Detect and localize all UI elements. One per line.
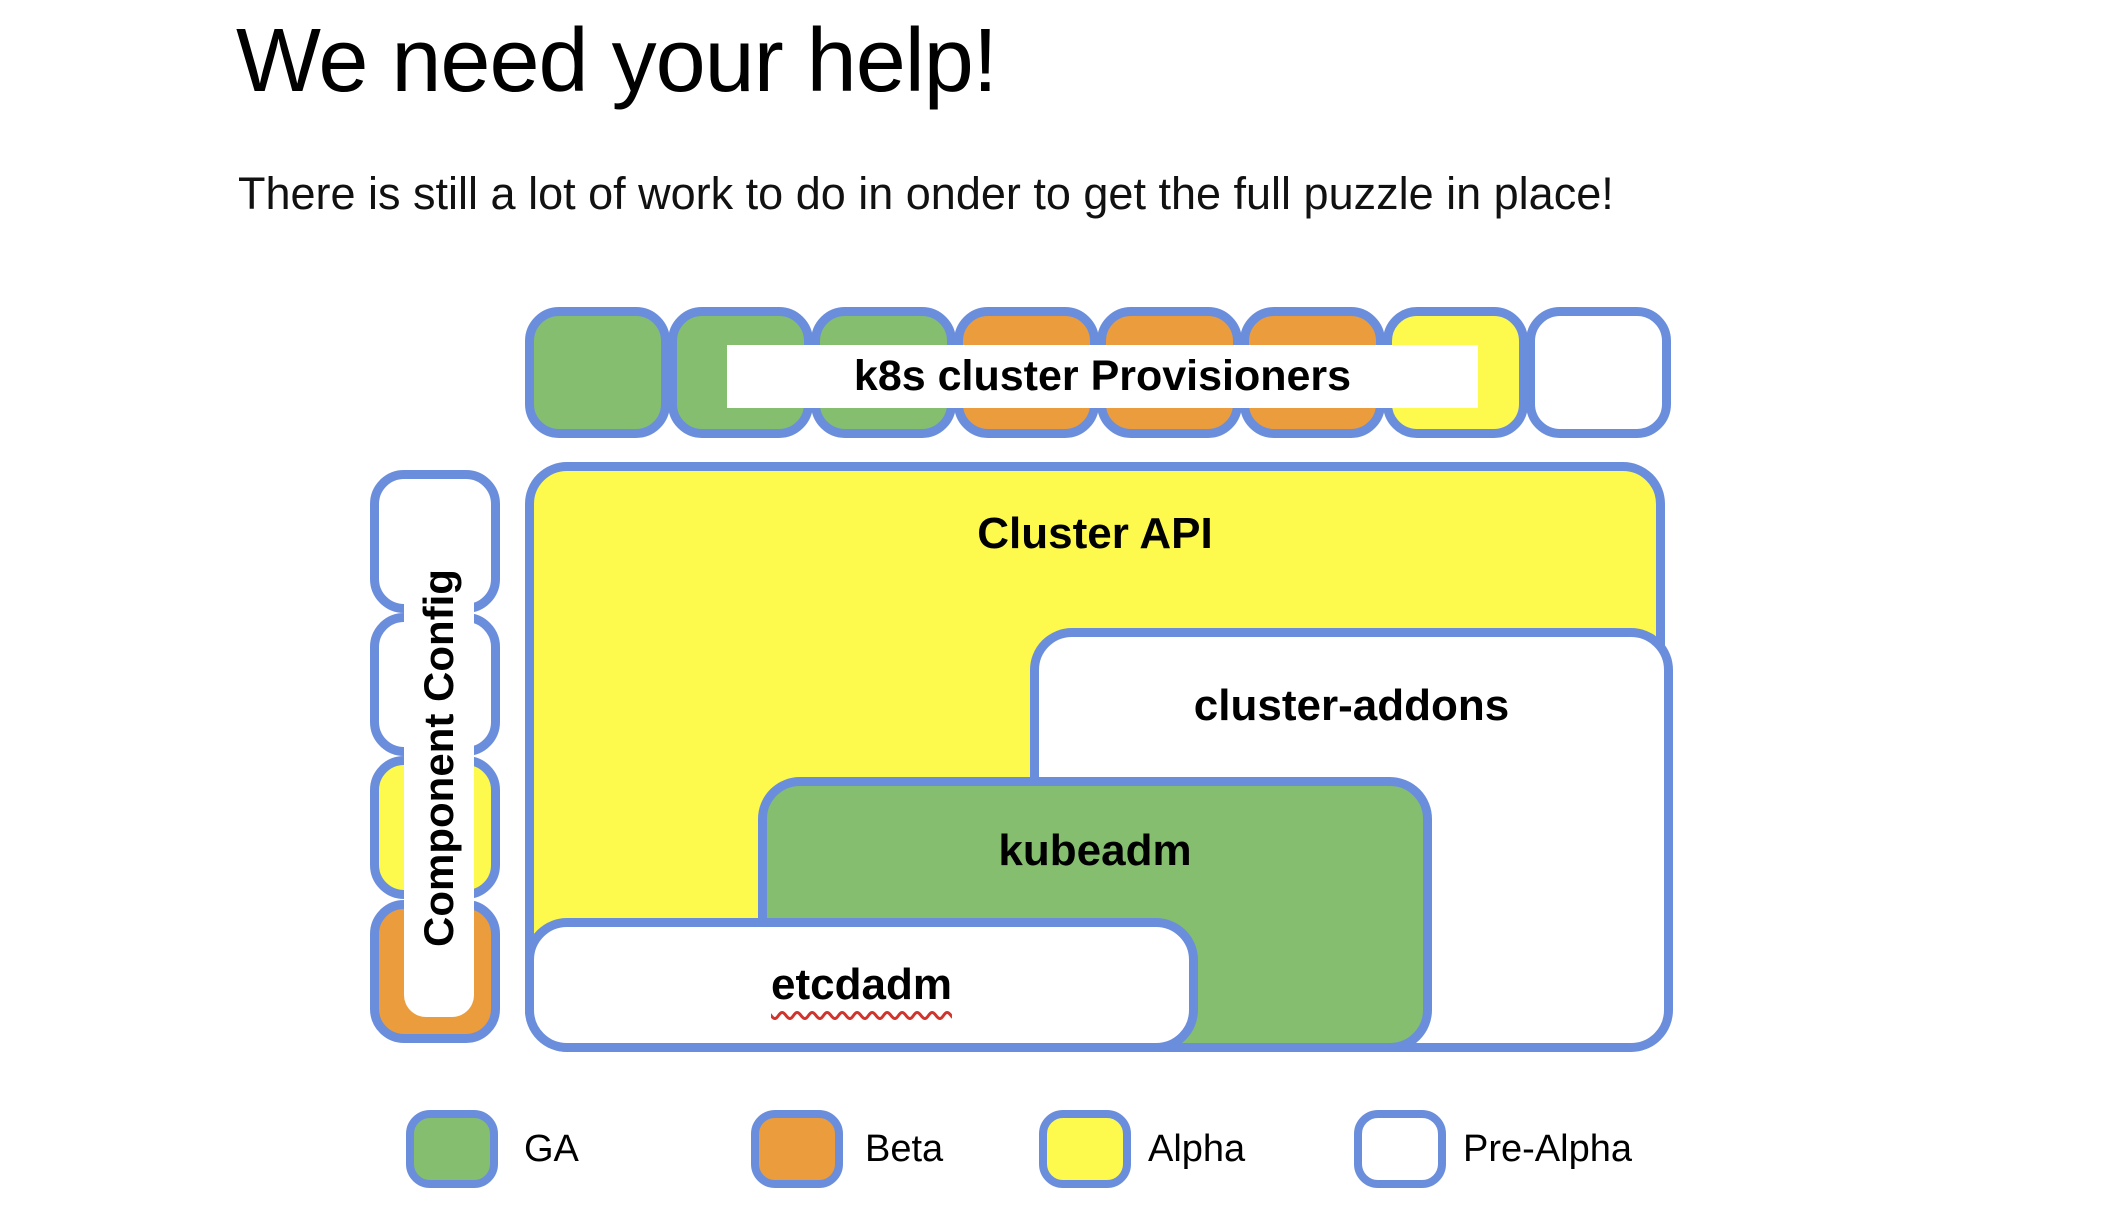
provisioners-label: k8s cluster Provisioners — [727, 345, 1478, 408]
puzzle-piece-provisioner — [1526, 307, 1671, 438]
cluster-addons-label: cluster-addons — [1193, 681, 1510, 730]
legend-swatch-beta — [751, 1110, 843, 1188]
legend-swatch-pre_alpha — [1354, 1110, 1446, 1188]
page-title: We need your help! — [236, 11, 998, 111]
legend-label-ga: GA — [524, 1127, 579, 1170]
legend-label-alpha: Alpha — [1148, 1127, 1246, 1170]
kubeadm-label: kubeadm — [998, 826, 1192, 875]
component-config-label: Component Config — [404, 498, 474, 1017]
legend-swatch-alpha — [1039, 1110, 1131, 1188]
puzzle-piece-provisioner — [525, 307, 670, 438]
component-config-label-text: Component Config — [415, 568, 462, 947]
legend-label-beta: Beta — [865, 1127, 944, 1170]
legend-label-pre_alpha: Pre-Alpha — [1463, 1127, 1632, 1170]
page-subtitle: There is still a lot of work to do in on… — [238, 168, 1614, 219]
etcdadm-label: etcdadm — [771, 960, 952, 1009]
cluster-api-label: Cluster API — [977, 509, 1213, 558]
etcdadm-box: etcdadm — [525, 918, 1198, 1052]
provisioners-label-text: k8s cluster Provisioners — [853, 352, 1352, 400]
legend-swatch-ga — [406, 1110, 498, 1188]
